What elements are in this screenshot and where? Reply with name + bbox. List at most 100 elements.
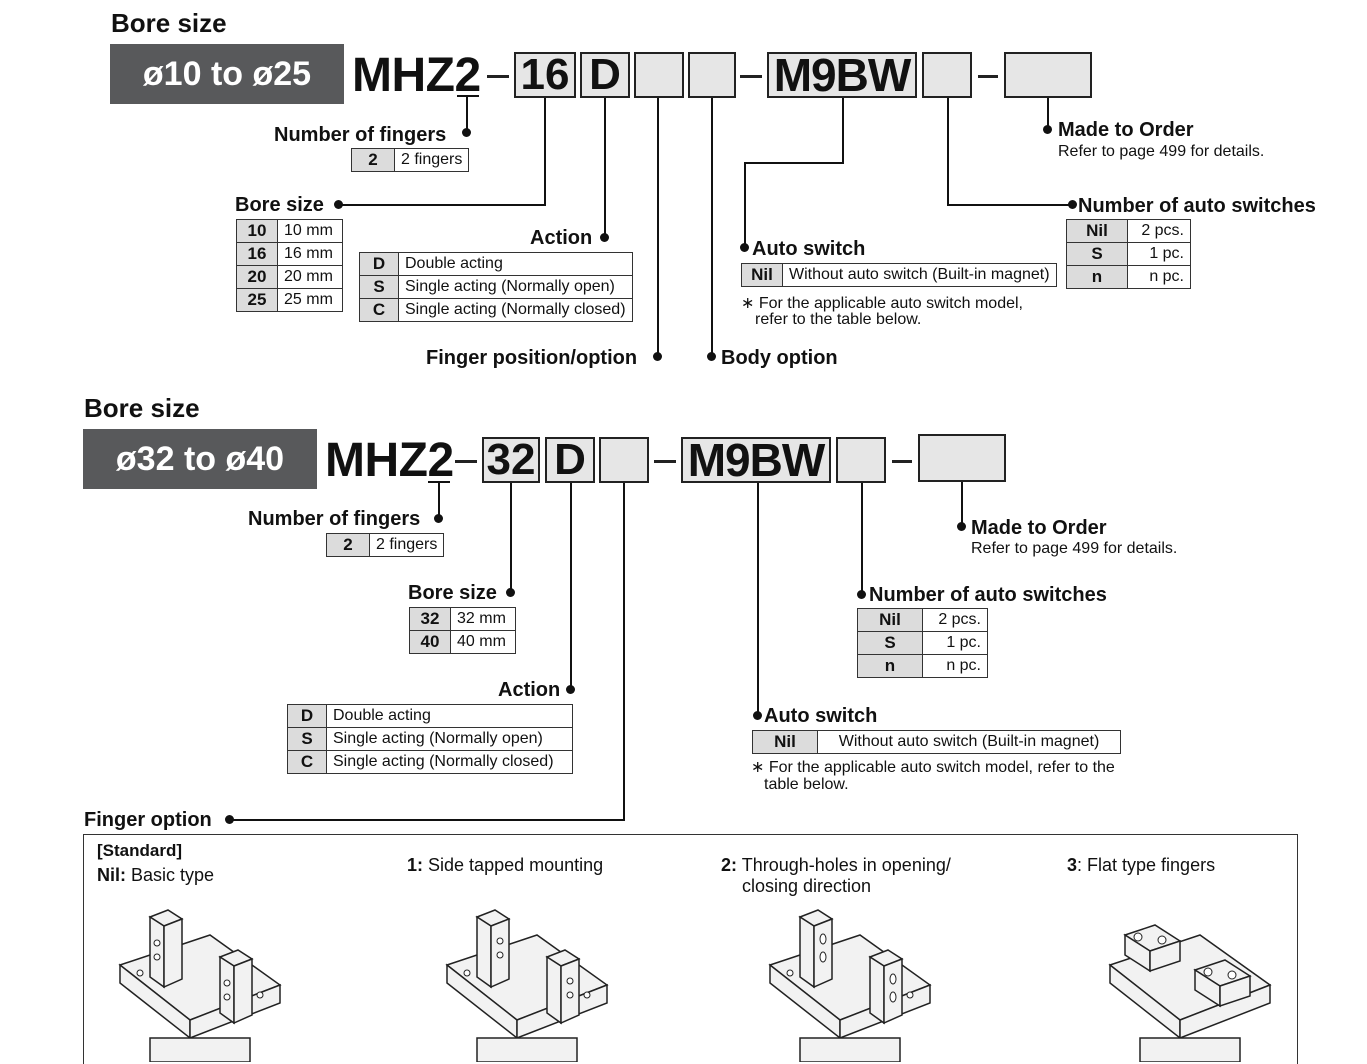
section1-made-to-order-note: Refer to page 499 for details.: [1058, 143, 1265, 160]
section1-switch-code: M9BW: [767, 52, 917, 98]
table-key: C: [359, 298, 399, 322]
table-value: Double acting: [398, 252, 633, 276]
leader-line: [842, 98, 844, 163]
leader-line: [338, 204, 546, 206]
section1-finger-position-label: Finger position/option: [426, 347, 638, 369]
leader-dot: [753, 711, 762, 720]
section2-bore-range: ø32 to ø40: [83, 429, 317, 489]
leader-dot: [653, 352, 662, 361]
option-3-caption: 3: Flat type fingers: [1067, 855, 1215, 876]
table-value: 2 pcs.: [922, 608, 988, 632]
table-key: 25: [236, 288, 278, 312]
leader-dot: [506, 588, 515, 597]
code-separator: [892, 460, 912, 463]
section1-model-prefix: MHZ2: [352, 49, 481, 102]
section1-heading: Bore size: [111, 8, 227, 38]
section1-auto-switch-note: ∗ For the applicable auto switch model,: [741, 295, 1023, 312]
table-key: n: [857, 654, 923, 678]
table-key: D: [359, 252, 399, 276]
leader-line: [744, 162, 746, 246]
section2-auto-switch-note-2: table below.: [764, 776, 849, 793]
section1-fingers-table: 2 2 fingers: [351, 148, 470, 172]
section1-finger-position-slot: [634, 52, 684, 98]
option-code: 2:: [721, 855, 738, 875]
leader-dot: [957, 522, 966, 531]
table-key: Nil: [741, 263, 783, 287]
finger-option-label: Finger option: [84, 809, 212, 831]
section2-auto-switch-note: ∗ For the applicable auto switch model, …: [751, 759, 1115, 776]
section1-auto-switch-note-2: refer to the table below.: [755, 311, 922, 328]
code-separator: [978, 75, 998, 78]
leader-dot: [857, 590, 866, 599]
option-desc: Side tapped mounting: [428, 855, 604, 875]
leader-line: [623, 483, 625, 820]
code-separator: [487, 75, 509, 78]
leader-line: [438, 482, 440, 518]
finger-option-panel: [83, 834, 1298, 1064]
table-key: 2: [351, 148, 395, 172]
option-code: 3: [1067, 855, 1078, 875]
leader-dot: [566, 685, 575, 694]
section1-action-label: Action: [530, 227, 593, 249]
option-code: Nil:: [97, 865, 126, 885]
section2-made-to-order-slot: [918, 434, 1006, 482]
option-nil-caption: Nil: Basic type: [97, 865, 214, 886]
table-value: 2 pcs.: [1127, 219, 1191, 243]
section1-num-switches-label: Number of auto switches: [1078, 195, 1316, 217]
table-value: Single acting (Normally closed): [326, 750, 573, 774]
section2-bore-label: Bore size: [408, 582, 497, 604]
leader-dot: [600, 233, 609, 242]
leader-line: [861, 483, 863, 595]
table-value: Double acting: [326, 704, 573, 728]
leader-line: [604, 98, 606, 236]
leader-line: [570, 483, 572, 689]
gripper-flat-fingers-illustration: [1108, 924, 1272, 1062]
leader-line: [1047, 98, 1049, 128]
code-separator: [455, 460, 477, 463]
section1-body-option-slot: [688, 52, 736, 98]
table-key: S: [287, 727, 327, 751]
leader-dot: [225, 815, 234, 824]
option-1-caption: 1: Side tapped mounting: [407, 855, 603, 876]
table-key: D: [287, 704, 327, 728]
section2-action-code: D: [545, 437, 595, 483]
section2-heading: Bore size: [84, 393, 200, 423]
table-key: 20: [236, 265, 278, 289]
leader-line: [757, 483, 759, 715]
option-standard-tag: [Standard]: [97, 841, 182, 860]
gripper-basic-illustration: [118, 909, 282, 1062]
section1-bore-range: ø10 to ø25: [110, 44, 344, 104]
section2-switch-count-slot: [836, 437, 886, 483]
table-value: Without auto switch (Built-in magnet): [817, 730, 1121, 754]
section1-bore-label: Bore size: [235, 194, 324, 216]
table-value: 25 mm: [277, 288, 343, 312]
table-value: 32 mm: [450, 607, 516, 631]
leader-line: [657, 98, 659, 356]
leader-line: [544, 98, 546, 205]
leader-line: [457, 95, 479, 97]
table-key: S: [857, 631, 923, 655]
table-value: 16 mm: [277, 242, 343, 266]
leader-dot: [1068, 200, 1077, 209]
gripper-through-holes-illustration: [768, 909, 932, 1062]
table-row: 2 2 fingers: [351, 148, 470, 172]
leader-dot: [334, 200, 343, 209]
leader-dot: [434, 514, 443, 523]
section1-switch-count-slot: [922, 52, 972, 98]
code-separator: [740, 75, 762, 78]
section1-bore-code: 16: [514, 52, 576, 98]
leader-line: [744, 162, 844, 164]
table-key: Nil: [752, 730, 818, 754]
table-key: S: [1066, 242, 1128, 266]
